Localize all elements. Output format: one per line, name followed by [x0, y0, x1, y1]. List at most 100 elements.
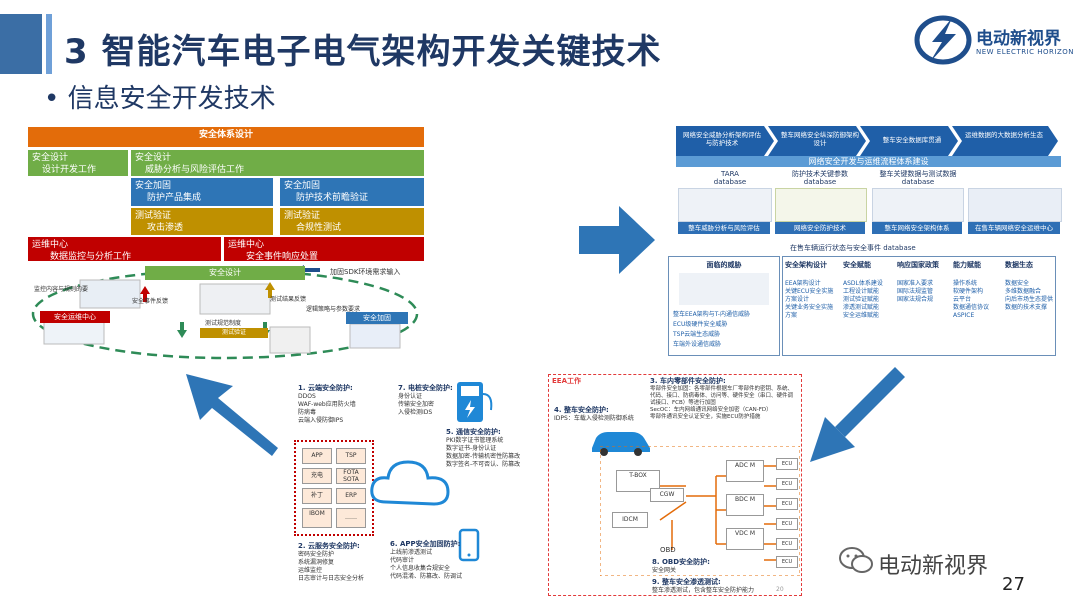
col-4-title: 数据生态	[1005, 261, 1033, 269]
cycle-harden-bar: 安全加固	[346, 312, 408, 324]
threat-analysis-box: 安全设计 威胁分析与风险评估工作	[131, 150, 424, 176]
col-0: 安全架构设计 EEA架构设计 关键ECU安全实施方案设计 关键业务安全实施方案	[785, 261, 837, 320]
threat-image	[679, 273, 769, 305]
logo-text-en: NEW ELECTRIC HORIZON	[976, 48, 1074, 56]
chevron-3: 整车安全数据库贯通	[882, 136, 942, 144]
title-accent-bar	[0, 14, 42, 74]
ops-monitor-box: 运维中心 数据监控与分析工作	[28, 237, 221, 262]
logo-text-cn: 电动新视界	[976, 29, 1061, 49]
down-left-arrow-icon	[810, 367, 905, 462]
col-3-item-4: ASPICE	[953, 312, 975, 319]
chevron-2: 整车网络安全纵深防御架构设计	[781, 131, 859, 147]
s1-item-0: DDOS	[298, 393, 316, 400]
db-note-text: 在售车辆运行状态与安全事件	[790, 244, 881, 252]
page-title: 3 智能汽车电子电气架构开发关键技术	[64, 32, 662, 72]
cycle-policy-label: 逻辑策略与参数要求	[306, 306, 361, 313]
col-1-title: 安全赋能	[843, 261, 871, 269]
s6-item-2: 个人信息收集合规安全	[390, 565, 451, 572]
pentest-box: 测试验证 攻击渗透	[131, 208, 273, 235]
compliance-test-box: 测试验证 合规性测试	[280, 208, 424, 235]
tbox-node: T-BOX	[616, 470, 660, 492]
ops-response-box: 运维中心 安全事件响应处置	[224, 237, 424, 262]
s5-item-2: 数据加密-传输机密性防篡改	[446, 453, 521, 460]
cloud-app-7: ……	[336, 508, 366, 528]
ops-monitor-title: 运维中心	[32, 240, 69, 250]
db2-sub: database	[803, 178, 837, 186]
s3-item-1: SecOC：车内网络通讯网络安全加密（CAN-FD）	[650, 407, 772, 413]
col-1-item-1: 工程设计赋能	[843, 288, 880, 295]
s9-item-0: 整车渗透测试，包含整车安全防护能力	[652, 587, 755, 594]
s1-item-3: 云端入侵防御IPS	[298, 417, 344, 424]
bdc-node: BDC M	[726, 494, 764, 516]
col-3-item-1: 软硬件架构	[953, 288, 984, 295]
cycle-design-bar: 安全设计	[145, 266, 305, 280]
s6-item-0: 上线前渗透测试	[390, 549, 433, 556]
ecu-node-0: ECU	[776, 458, 798, 470]
design-dev-box: 安全设计 设计开发工作	[28, 150, 128, 176]
security-system-design-bar: 安全体系设计	[28, 127, 424, 147]
tara-thumbnail	[678, 188, 772, 222]
s2-item-3: 日志审计与日志安全分析	[298, 575, 365, 582]
idcm-node: IDCM	[612, 512, 648, 528]
ecu-node-2: ECU	[776, 498, 798, 510]
threat-item-0: 整车EEA架构与T-内通信威胁	[673, 311, 750, 318]
s3-item-2: 零部件通讯安全认证安全，实施ECU防护措施	[650, 414, 761, 420]
col-3-item-2: 云平台	[953, 296, 972, 303]
cycle-monitor-label: 监控内容与规则的要	[34, 286, 89, 293]
eea-region	[548, 374, 802, 596]
s3-title: 3. 车内零部件安全防护:	[650, 377, 726, 385]
harden-frontier-box: 安全加固 防护技术前瞻验证	[280, 178, 424, 206]
chevron-4: 运维数据的大数据分析生态	[965, 131, 1043, 139]
s6-title: 6. APP安全加固防护:	[390, 540, 461, 548]
s7-item-2: 入侵检测IDS	[398, 409, 433, 416]
col-3: 能力赋能 操作系统 软硬件架构 云平台 数据通信协议 ASPICE	[953, 261, 1003, 320]
s9-title: 9. 整车安全渗透测试:	[652, 578, 721, 586]
col-4-item-0: 数据安全	[1005, 280, 1030, 287]
db3-sub: database	[901, 178, 935, 186]
s5-item-3: 数字签名-不可否认、防篡改	[446, 461, 521, 468]
watermark-text: 电动新视界	[878, 554, 989, 579]
s6-item-1: 代码审计	[390, 557, 415, 564]
cycle-scenario-label: 测试规范制度	[205, 320, 242, 327]
s2-item-0: 密码安全防护	[298, 551, 335, 558]
s8-item-0: 安全网关	[652, 567, 677, 574]
cgw-node: CGW	[650, 488, 684, 502]
cloud-app-5: ERP	[336, 488, 366, 504]
threat-item-1: ECU级硬件安全威胁	[673, 321, 728, 328]
s1-title: 1. 云端安全防护:	[298, 384, 353, 392]
s2-item-2: 运维监控	[298, 567, 323, 574]
cloud-security-section: 1. 云端安全防护: DDOS WAF-web应用防火墙 防病毒 云端入侵防御I…	[298, 384, 390, 425]
ecu-node-5: ECU	[776, 556, 798, 568]
col-2-item-0: 国家准入要求	[897, 280, 934, 287]
cloud-app-1: TSP	[336, 448, 366, 464]
s4-title: 4. 整车安全防护:	[554, 406, 609, 414]
col-0-item-0: EEA架构设计	[785, 280, 821, 287]
col-1-item-4: 安全运维赋能	[843, 312, 880, 319]
chevron-1: 网络安全威胁分析架构评估与防护技术	[683, 131, 761, 147]
threat-panel: 面临的威胁 整车EEA架构与T-内通信威胁 ECU级硬件安全威胁 TSP云端生态…	[668, 256, 780, 356]
up-left-arrow-icon	[186, 374, 278, 456]
s4-item-0: IDPS：车载入侵检测防御系统	[554, 415, 634, 422]
cloud-service-section: 2. 云服务安全防护: 密码安全防护 系统漏洞修复 运维监控 日志审计与日志安全…	[298, 542, 394, 583]
col-3-title: 能力赋能	[953, 261, 981, 269]
s1-item-1: WAF-web应用防火墙	[298, 401, 356, 408]
cycle-sdk-label: 加固SDK环境需求输入	[330, 268, 401, 276]
db1-title: TARA	[721, 170, 739, 178]
s2-item-1: 系统漏洞修复	[298, 559, 335, 566]
capability-panel: 安全架构设计 EEA架构设计 关键ECU安全实施方案设计 关键业务安全实施方案 …	[782, 256, 1056, 356]
col-4: 数据生态 数据安全 多维数据融合 向后市场生态提供数据的技术支撑	[1005, 261, 1055, 312]
cloud-app-6: IBOM	[302, 508, 332, 528]
system-bar: 网络安全开发与运维流程体系建设	[676, 156, 1061, 167]
cycle-test-bar: 测试验证	[200, 328, 268, 338]
cycle-ops-bar: 安全运维中心	[40, 311, 110, 323]
threat-item-3: 车端外设通信威胁	[673, 341, 722, 348]
wechat-icon	[839, 547, 873, 573]
pentest-title: 测试验证	[135, 211, 172, 221]
cycle-event-label: 安全事件反馈	[132, 298, 169, 305]
threat-analysis-title: 安全设计	[135, 153, 172, 163]
ecu-node-1: ECU	[776, 478, 798, 490]
title-accent-bar-light	[46, 14, 52, 74]
col-0-item-2: 关键业务安全实施方案	[785, 304, 834, 319]
col-3-item-3: 数据通信协议	[953, 304, 990, 311]
col-2-title: 响应国家政策	[897, 261, 939, 269]
